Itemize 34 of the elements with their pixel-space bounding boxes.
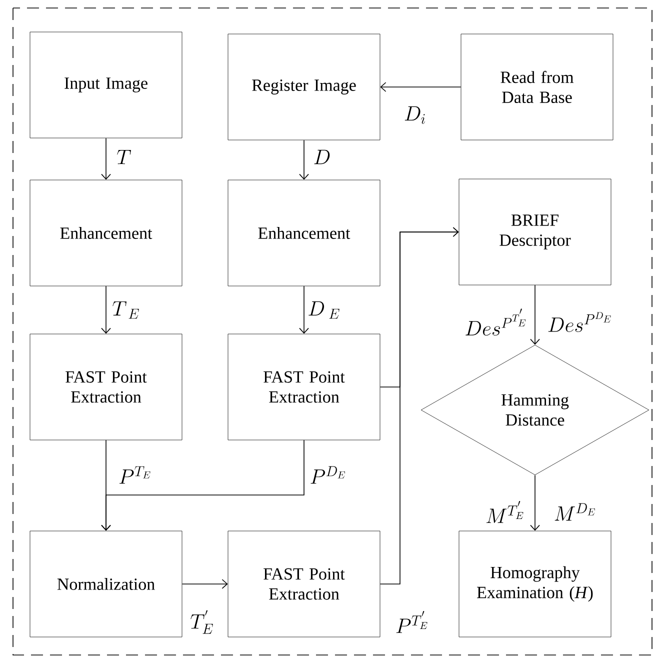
edge-label: $M^{T_E^{'}}$ <box>486 500 524 523</box>
process-box: FAST Point Extraction <box>30 334 182 440</box>
edge-label: $P^{D_E}$ <box>310 466 345 484</box>
process-box: FAST Point Extraction <box>228 530 380 638</box>
arrow <box>299 286 309 334</box>
edge-label: $P^{T_E^{'}}$ <box>396 610 428 633</box>
edge-label: $T$ <box>117 150 131 164</box>
process-box: Enhancement <box>228 180 380 286</box>
arrow <box>530 284 540 345</box>
edge-label: $D$ <box>314 150 330 164</box>
arrow <box>101 286 111 334</box>
edge-label: $D_i$ <box>404 106 425 124</box>
process-box: Input Image <box>30 32 182 138</box>
process-box: Register Image <box>228 34 380 140</box>
edge-label: $D_{\;E}$ <box>308 301 340 319</box>
arrow <box>299 140 309 180</box>
arrow <box>530 474 540 531</box>
process-box: BRIEF Descriptor <box>458 178 612 286</box>
process-box: Enhancement <box>30 180 182 286</box>
process-box: Homography Examination (H) <box>458 530 612 638</box>
process-box: Normalization <box>30 530 182 638</box>
edge-label: $T_E^{'}$ <box>190 610 213 634</box>
process-box: Read from Data Base <box>460 34 614 140</box>
signal-label: $M^{D_E}$ <box>554 503 595 521</box>
arrow <box>182 579 228 589</box>
edge-label: $T_{\;E}$ <box>112 301 139 319</box>
arrow <box>101 440 304 531</box>
edge-label: $P^{T_E}$ <box>119 466 150 484</box>
arrow <box>380 82 462 92</box>
arrow <box>380 227 459 584</box>
signal-label: $Des^{P^{D_E}}$ <box>548 312 611 332</box>
edge-label: $Des^{P^{T_E^{'}}}$ <box>466 308 526 336</box>
process-box: FAST Point Extraction <box>228 334 380 440</box>
arrow <box>101 138 111 180</box>
